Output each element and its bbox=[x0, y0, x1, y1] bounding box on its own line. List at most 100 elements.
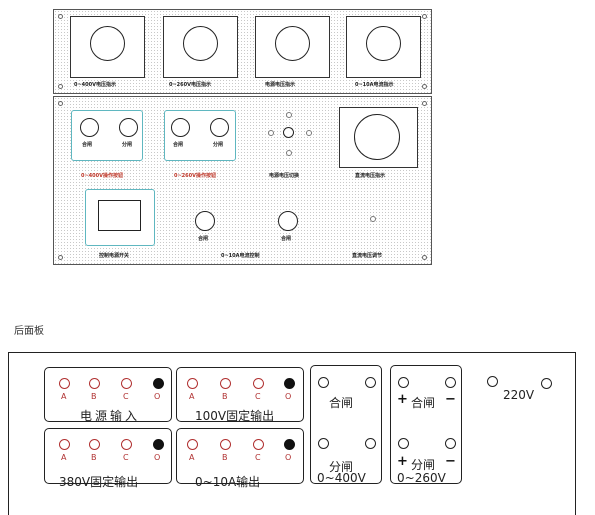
group-label: 电源输入 bbox=[80, 409, 141, 423]
plus-label: + bbox=[397, 392, 408, 407]
terminal-220v-left[interactable] bbox=[487, 376, 498, 387]
group-0-400v: 合闸 分闸 0~400V bbox=[310, 365, 382, 485]
open-button-260[interactable] bbox=[210, 118, 229, 137]
terminal[interactable] bbox=[365, 377, 376, 388]
group-power-input: A B C O 电源输入 bbox=[44, 367, 172, 423]
meter-label: 0~260V电压指示 bbox=[169, 82, 211, 88]
phase-label: B bbox=[222, 392, 228, 401]
screw bbox=[422, 84, 427, 89]
group-0-260v: + 合闸 − + 分闸 − 0~260V bbox=[390, 365, 462, 485]
terminal[interactable] bbox=[398, 438, 409, 449]
current-open-label: 合闸 bbox=[281, 236, 292, 242]
screw bbox=[58, 84, 63, 89]
meter-supply bbox=[255, 16, 330, 78]
terminal[interactable] bbox=[365, 438, 376, 449]
group-380v-output: A B C O 380V固定输出 bbox=[44, 428, 172, 489]
phase-label: A bbox=[189, 392, 195, 401]
terminal-220v-right[interactable] bbox=[541, 378, 552, 389]
meter-400v bbox=[70, 16, 145, 78]
minus-label: − bbox=[445, 454, 456, 469]
terminal-b[interactable] bbox=[89, 439, 100, 450]
open-button-400[interactable] bbox=[119, 118, 138, 137]
meter-dial bbox=[366, 26, 401, 61]
terminal-a[interactable] bbox=[59, 439, 70, 450]
terminal-c[interactable] bbox=[121, 378, 132, 389]
current-close-button[interactable] bbox=[195, 211, 215, 231]
terminal[interactable] bbox=[318, 438, 329, 449]
terminal-b[interactable] bbox=[220, 439, 231, 450]
meter-dial bbox=[183, 26, 218, 61]
phase-label: O bbox=[154, 453, 161, 462]
plus-label: + bbox=[397, 454, 408, 469]
current-label: 0~10A电流控制 bbox=[221, 253, 260, 259]
group-label: 380V固定输出 bbox=[59, 475, 139, 489]
group-label: 100V固定输出 bbox=[195, 409, 275, 423]
group-100v-output: A B C O 100V固定输出 bbox=[176, 367, 304, 423]
terminal-c[interactable] bbox=[253, 378, 264, 389]
phase-label: C bbox=[255, 453, 261, 462]
screw bbox=[58, 255, 63, 260]
close-label: 合闸 bbox=[173, 142, 184, 148]
terminal-a[interactable] bbox=[59, 378, 70, 389]
terminal-o[interactable] bbox=[153, 439, 164, 450]
power-rocker-switch[interactable] bbox=[98, 200, 141, 231]
switch-position bbox=[306, 130, 312, 136]
rear-panel-frame bbox=[8, 352, 576, 515]
meter-label: 0~400V电压指示 bbox=[74, 82, 116, 88]
phase-label: B bbox=[91, 453, 97, 462]
terminal-o[interactable] bbox=[284, 439, 295, 450]
ctrl-label: 控制电源开关 bbox=[99, 253, 130, 259]
terminal-b[interactable] bbox=[220, 378, 231, 389]
phase-label: C bbox=[255, 392, 261, 401]
phase-label: B bbox=[91, 392, 97, 401]
meter-260v bbox=[163, 16, 238, 78]
op400-box: 合闸 分闸 bbox=[71, 110, 143, 161]
phase-label: O bbox=[285, 453, 292, 462]
voltage-switch-knob[interactable] bbox=[283, 127, 294, 138]
switch-label: 电源电压切换 bbox=[269, 173, 300, 179]
minus-label: − bbox=[445, 392, 456, 407]
close-button-260[interactable] bbox=[171, 118, 190, 137]
terminal[interactable] bbox=[318, 377, 329, 388]
open-label: 分闸 bbox=[329, 460, 354, 474]
phase-label: C bbox=[123, 392, 129, 401]
switch-position bbox=[286, 112, 292, 118]
meter-label: 电源电压指示 bbox=[265, 82, 296, 88]
open-label: 分闸 bbox=[411, 458, 436, 472]
terminal-o[interactable] bbox=[153, 378, 164, 389]
close-label: 合闸 bbox=[82, 142, 93, 148]
dc-adjust-label: 直流电压调节 bbox=[352, 253, 383, 259]
op260-box: 合闸 分闸 bbox=[164, 110, 236, 161]
close-label: 合闸 bbox=[411, 396, 436, 410]
phase-label: C bbox=[123, 453, 129, 462]
open-label: 分闸 bbox=[213, 142, 224, 148]
dc-meter-label: 直流电压指示 bbox=[355, 173, 386, 179]
screw bbox=[58, 101, 63, 106]
group-label: 0~400V bbox=[317, 471, 366, 485]
phase-label: B bbox=[222, 453, 228, 462]
phase-label: A bbox=[61, 453, 67, 462]
phase-label: A bbox=[61, 392, 67, 401]
terminal[interactable] bbox=[398, 377, 409, 388]
phase-label: A bbox=[189, 453, 195, 462]
phase-label: O bbox=[154, 392, 161, 401]
meter-dial bbox=[275, 26, 310, 61]
terminal-a[interactable] bbox=[187, 439, 198, 450]
terminal[interactable] bbox=[445, 377, 456, 388]
terminal-c[interactable] bbox=[121, 439, 132, 450]
terminal-o[interactable] bbox=[284, 378, 295, 389]
current-open-button[interactable] bbox=[278, 211, 298, 231]
front-panel-bottom: 合闸 分闸 0~400V操作按钮 合闸 分闸 0~260V操作按钮 电源电压切换… bbox=[53, 96, 432, 265]
terminal-a[interactable] bbox=[187, 378, 198, 389]
current-close-label: 合闸 bbox=[198, 236, 209, 242]
terminal[interactable] bbox=[445, 438, 456, 449]
terminal-c[interactable] bbox=[253, 439, 264, 450]
op400-label: 0~400V操作按钮 bbox=[81, 173, 123, 179]
terminal-b[interactable] bbox=[89, 378, 100, 389]
close-button-400[interactable] bbox=[80, 118, 99, 137]
meter-label: 0~10A电流指示 bbox=[355, 82, 394, 88]
dc-adjust-knob[interactable] bbox=[370, 216, 376, 222]
220v-label: 220V bbox=[503, 388, 535, 402]
group-label: 0~260V bbox=[397, 471, 446, 485]
meter-dial bbox=[90, 26, 125, 61]
